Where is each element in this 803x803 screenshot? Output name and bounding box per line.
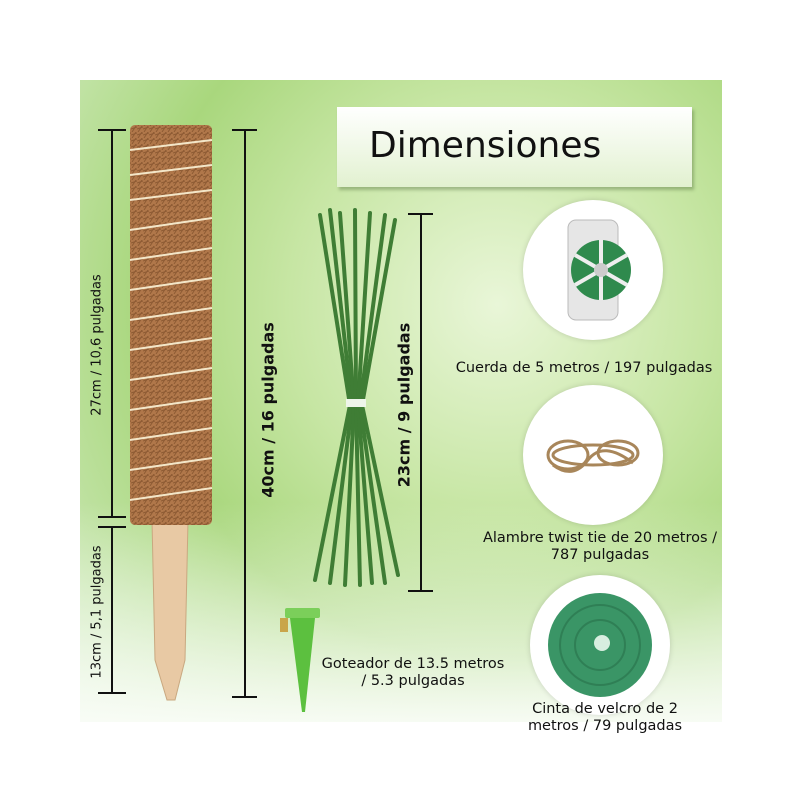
wooden-stake (151, 519, 189, 701)
plant-ties-icon (313, 208, 400, 587)
coir-section (130, 125, 212, 525)
twine-caption: Alambre twist tie de 20 metros / 787 pul… (470, 530, 730, 564)
coir-dimension-line (111, 129, 113, 517)
total-dimension-label: 40cm / 16 pulgadas (258, 322, 278, 498)
moss-pole-icon (129, 125, 213, 701)
caption-line: metros / 79 pulgadas (527, 718, 683, 734)
item-circle (523, 385, 663, 525)
wire-spool-icon (567, 219, 631, 321)
dimension-tick (98, 692, 126, 694)
dripper-icon (280, 608, 320, 712)
caption-line: Cinta de velcro de 2 (532, 701, 678, 717)
velcro-tape-roll-icon (548, 593, 652, 697)
spool-caption: Cuerda de 5 metros / 197 pulgadas (455, 360, 713, 376)
caption-line: / 5.3 pulgadas (361, 673, 465, 689)
dripper-caption: Goteador de 13.5 metros / 5.3 pulgadas (308, 656, 518, 690)
velcro-caption: Cinta de velcro de 2 metros / 79 pulgada… (505, 701, 705, 735)
caption-line: 787 pulgadas (550, 547, 650, 563)
caption-line: Alambre twist tie de 20 metros / (482, 530, 718, 546)
caption-line: Goteador de 13.5 metros (321, 656, 505, 672)
ties-dimension-line (420, 213, 422, 591)
item-circle (530, 575, 670, 715)
page-title: Dimensiones (369, 125, 602, 166)
dimension-tick (98, 516, 126, 518)
stake-dimension-line (111, 526, 113, 693)
item-circle (523, 200, 663, 340)
coir-dimension-label: 27cm / 10,6 pulgadas (89, 274, 105, 416)
title-banner: Dimensiones (337, 107, 692, 187)
dimension-tick (408, 590, 433, 592)
stake-dimension-label: 13cm / 5,1 pulgadas (89, 545, 105, 679)
dimension-tick (232, 696, 257, 698)
total-dimension-line (244, 129, 246, 697)
jute-twine-icon (546, 439, 640, 473)
